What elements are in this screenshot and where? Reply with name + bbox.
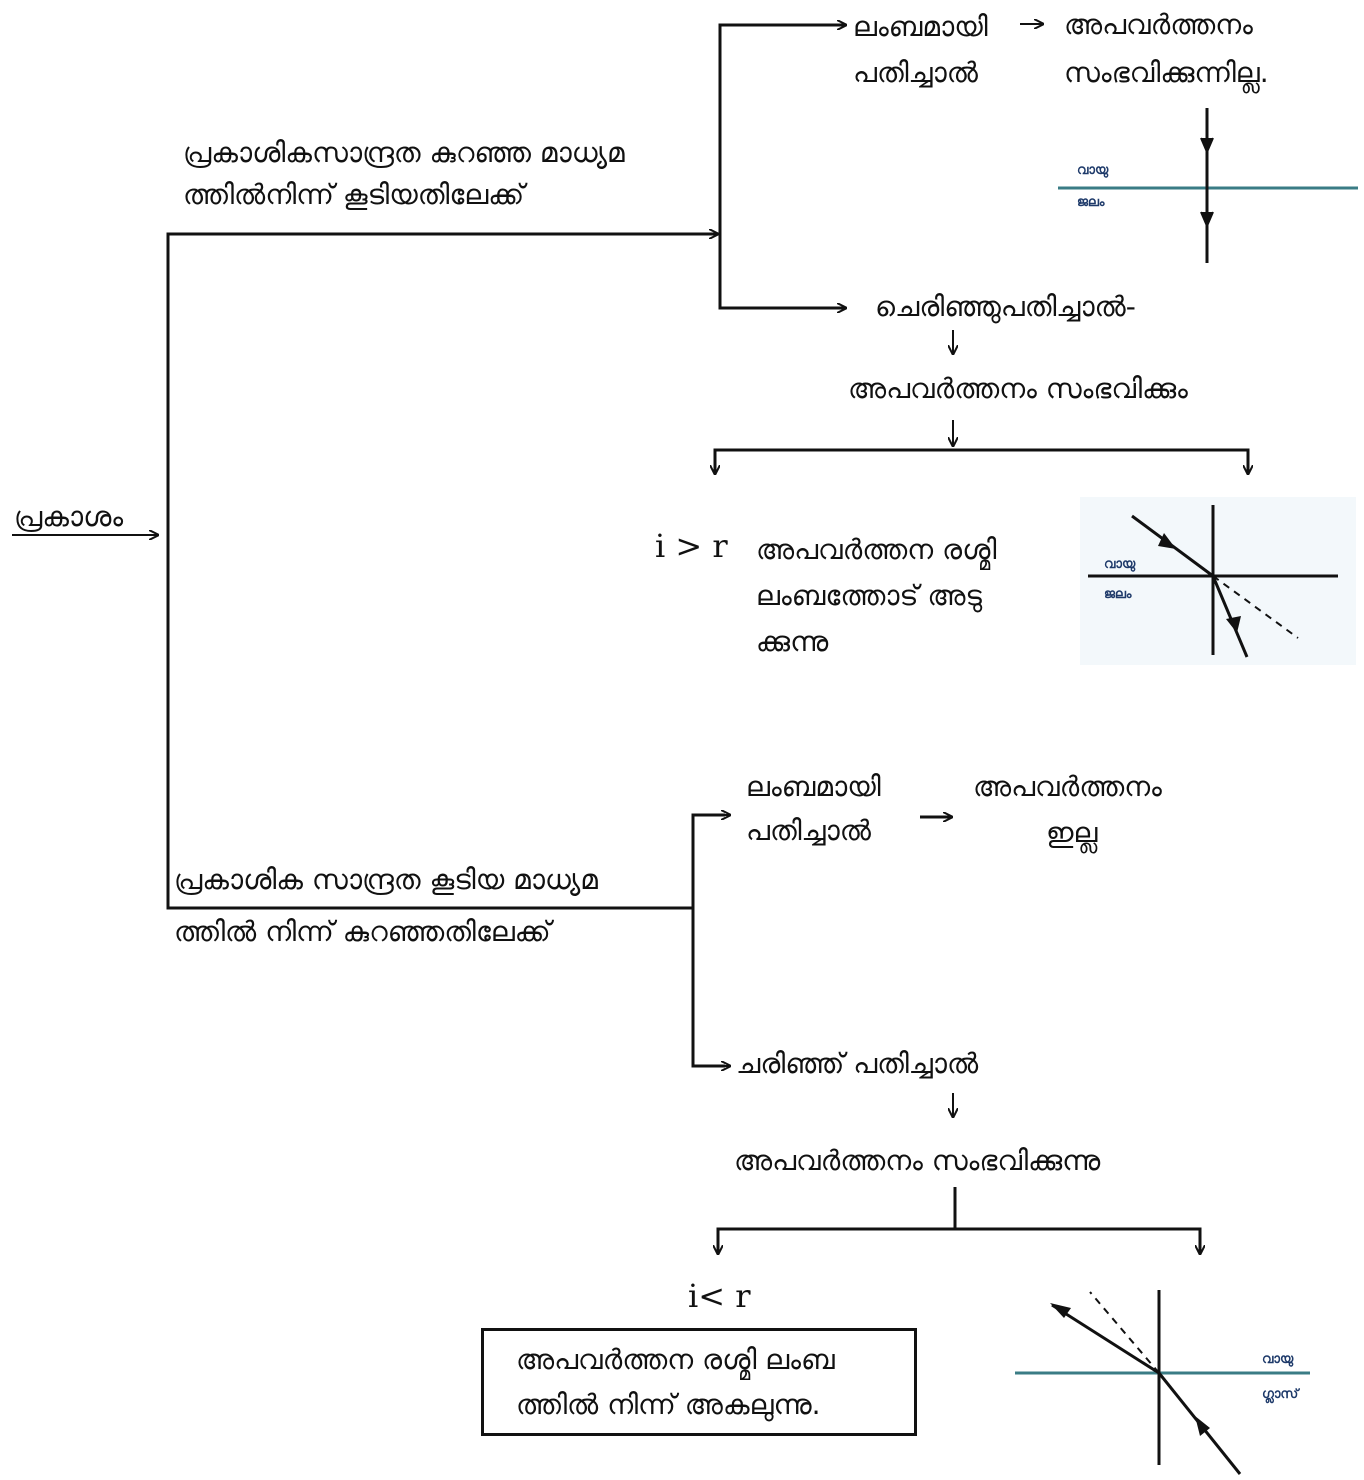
undeviated-dashed-ray [1212,575,1299,639]
top-normal-label-line2: പതിച്ചാൽ [853,56,978,89]
diagram2-bottom-medium: ജലം [1104,587,1132,602]
bottom-condition-line1: പ്രകാശിക സാന്ദ്രത കൂടിയ മാധ്യമ [174,863,598,896]
bottom-normal-label-line2: പതിച്ചാൽ [746,814,871,847]
top-explanation-line1: അപവർത്തന രശ്മി [756,533,997,566]
bottom-oblique-result: അപവർത്തനം സംഭവിക്കുന്നു [734,1144,1101,1177]
bottom-condition-line2: ത്തിൽ നിന്ന് കുറഞ്ഞതിലേക്ക് [174,915,551,948]
bottom-split-line [716,1227,1202,1252]
trunk-line [166,232,716,910]
bottom-explanation-line1: അപവർത്തന രശ്മി ലംബ [516,1343,835,1376]
ray-arrow-icon [1226,616,1241,633]
top-explanation-line3: ക്കുന്നു [756,625,829,658]
bottom-normal-result-line1: അപവർത്തനം [973,770,1162,803]
diagram3-bottom-medium: ഗ്ലാസ് [1262,1387,1299,1402]
bottom-normal-result-line2: ഇല്ല [1046,816,1098,849]
refracted-ray [1051,1303,1160,1375]
diagram2-top-medium: വായു [1104,557,1136,572]
bottom-normal-label-line1: ലംബമായി [746,770,881,803]
bottom-explanation-line2: ത്തിൽ നിന്ന് അകലുന്നു. [516,1388,821,1421]
top-condition-line1: പ്രകാശികസാന്ദ്രത കുറഞ്ഞ മാധ്യമ [183,136,625,169]
top-explanation-line2: ലംബത്തോട് അടു [756,579,982,612]
diagram-oblique-to-dense [1088,505,1338,658]
ray-arrow-icon [1195,1416,1210,1436]
explanation-box [481,1328,917,1436]
ray-arrow-icon [1158,533,1176,549]
diagram1-bottom-medium: ജലം [1077,195,1105,210]
refracted-ray [1211,575,1249,658]
top-split-line [713,448,1250,472]
ray-arrow-down-icon [1200,137,1214,155]
diagram-oblique-dense-bg [1080,497,1356,665]
diagram-oblique-to-rare [1015,1290,1310,1475]
top-oblique-label: ചെരിഞ്ഞുപതിച്ചാൽ- [875,290,1136,323]
top-normal-label-line1: ലംബമായി [853,10,988,43]
top-condition-line2: ത്തിൽനിന്ന് കൂടിയതിലേക്ക് [183,178,525,211]
diagram1-top-medium: വായു [1077,163,1109,178]
ray-arrow-down-icon [1200,211,1214,229]
top-oblique-result: അപവർത്തനം സംഭവിക്കും [848,372,1188,405]
root-label: പ്രകാശം [14,500,124,533]
top-fork-line [718,23,845,310]
relation-i-less-r: i< r [688,1277,751,1315]
diagram-normal-incidence [1058,108,1358,263]
relation-i-greater-r: i > r [655,527,728,565]
undeviated-dashed-ray [1089,1291,1160,1374]
ray-arrow-icon [1050,1303,1071,1318]
top-normal-result-line2: സംഭവിക്കുന്നില്ല. [1064,56,1269,89]
diagram3-top-medium: വായു [1262,1352,1294,1367]
bottom-oblique-label: ചരിഞ്ഞ് പതിച്ചാൽ [736,1047,979,1080]
top-normal-result-line1: അപവർത്തനം [1064,8,1253,41]
bottom-fork-line [691,813,725,1068]
